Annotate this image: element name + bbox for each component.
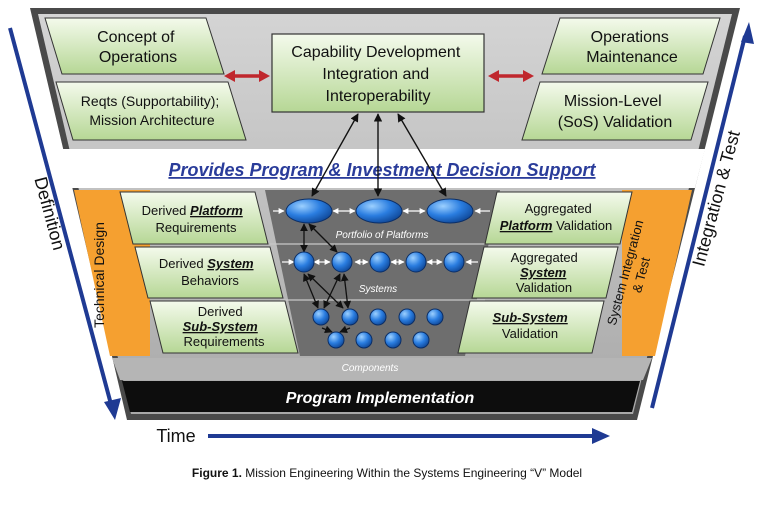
component-node bbox=[341, 308, 359, 326]
platform-ellipses bbox=[285, 198, 474, 224]
bottom-bar bbox=[122, 381, 640, 412]
right-red-arrowhead-left bbox=[488, 70, 499, 82]
system-ellipses bbox=[293, 251, 465, 273]
portfolio-of-platforms-label: Portfolio of Platforms bbox=[336, 230, 429, 241]
bottom-bar-label: Program Implementation bbox=[286, 390, 475, 407]
derived-platform-text: Derived Platform Requirements bbox=[142, 203, 247, 235]
component-node bbox=[355, 331, 373, 349]
reqts-text: Reqts (Supportability); Mission Architec… bbox=[81, 93, 223, 128]
aggregated-platform-text: Aggregated Platform Validation bbox=[500, 201, 612, 233]
capability-development-box bbox=[271, 33, 485, 113]
derived-subsystem-text: Derived Sub-System Requirements bbox=[183, 304, 265, 349]
figure-caption-text: Mission Engineering Within the Systems E… bbox=[245, 466, 583, 480]
banner-text: Provides Program & Investment Decision S… bbox=[168, 160, 596, 180]
right-red-arrowhead-right bbox=[523, 70, 534, 82]
component-node bbox=[327, 331, 345, 349]
system-node bbox=[405, 251, 427, 273]
derived-system-box bbox=[134, 246, 284, 299]
aggregated-system-text: Aggregated System Validation bbox=[511, 250, 582, 295]
time-axis-label: Time bbox=[156, 426, 195, 446]
right-orange-band bbox=[622, 190, 692, 356]
left-red-arrowhead-left bbox=[224, 70, 235, 82]
component-node bbox=[369, 308, 387, 326]
subsystem-validation-text: Sub-System Validation bbox=[493, 310, 572, 341]
platform-ellipse bbox=[285, 198, 333, 224]
aggregated-system-box bbox=[471, 246, 619, 299]
derived-platform-box bbox=[119, 191, 269, 245]
integration-axis-line bbox=[650, 35, 747, 409]
tier-connectors bbox=[273, 208, 490, 334]
capability-development-text: Capability Development Integration and I… bbox=[291, 44, 464, 105]
derived-subsystem-box bbox=[149, 300, 299, 354]
operations-maintenance-text: Operations Maintenance bbox=[586, 29, 678, 66]
system-node bbox=[293, 251, 315, 273]
reqts-box bbox=[55, 81, 247, 141]
integration-axis-arrowhead bbox=[741, 22, 754, 44]
aggregated-platform-box bbox=[484, 191, 633, 245]
component-node bbox=[312, 308, 330, 326]
derived-system-text: Derived System Behaviors bbox=[159, 256, 257, 288]
system-node bbox=[369, 251, 391, 273]
mission-validation-box bbox=[521, 81, 709, 141]
technical-design-label: Technical Design bbox=[91, 222, 107, 328]
se-v-model-diagram: Program Implementation Concept of Operat… bbox=[8, 8, 754, 446]
definition-axis-label: Definition bbox=[30, 175, 69, 253]
mission-validation-text: Mission-Level (SoS) Validation bbox=[558, 93, 672, 131]
concept-of-operations-box bbox=[44, 17, 225, 75]
component-node bbox=[426, 308, 444, 326]
platform-ellipse bbox=[355, 198, 403, 224]
capability-to-platform-arrows bbox=[311, 113, 447, 197]
component-node bbox=[412, 331, 430, 349]
time-axis-arrowhead bbox=[592, 428, 610, 444]
system-node bbox=[443, 251, 465, 273]
banner-band bbox=[62, 149, 705, 188]
system-node bbox=[331, 251, 353, 273]
component-node bbox=[398, 308, 416, 326]
components-label: Components bbox=[342, 363, 399, 374]
operations-maintenance-box bbox=[541, 17, 721, 75]
platform-ellipse bbox=[426, 198, 474, 224]
concept-of-operations-text: Concept of Operations bbox=[97, 29, 179, 66]
component-node bbox=[384, 331, 402, 349]
figure-caption-label: Figure 1. bbox=[191, 466, 242, 480]
figure-caption: Figure 1. Mission Engineering Within the… bbox=[0, 466, 774, 480]
lower-band bbox=[112, 358, 652, 380]
definition-axis-arrowhead bbox=[104, 398, 121, 420]
component-circles bbox=[312, 308, 444, 349]
subsystem-validation-box bbox=[457, 300, 605, 354]
definition-axis-line bbox=[8, 27, 114, 409]
left-red-arrowhead-right bbox=[259, 70, 270, 82]
systems-label: Systems bbox=[359, 284, 397, 295]
